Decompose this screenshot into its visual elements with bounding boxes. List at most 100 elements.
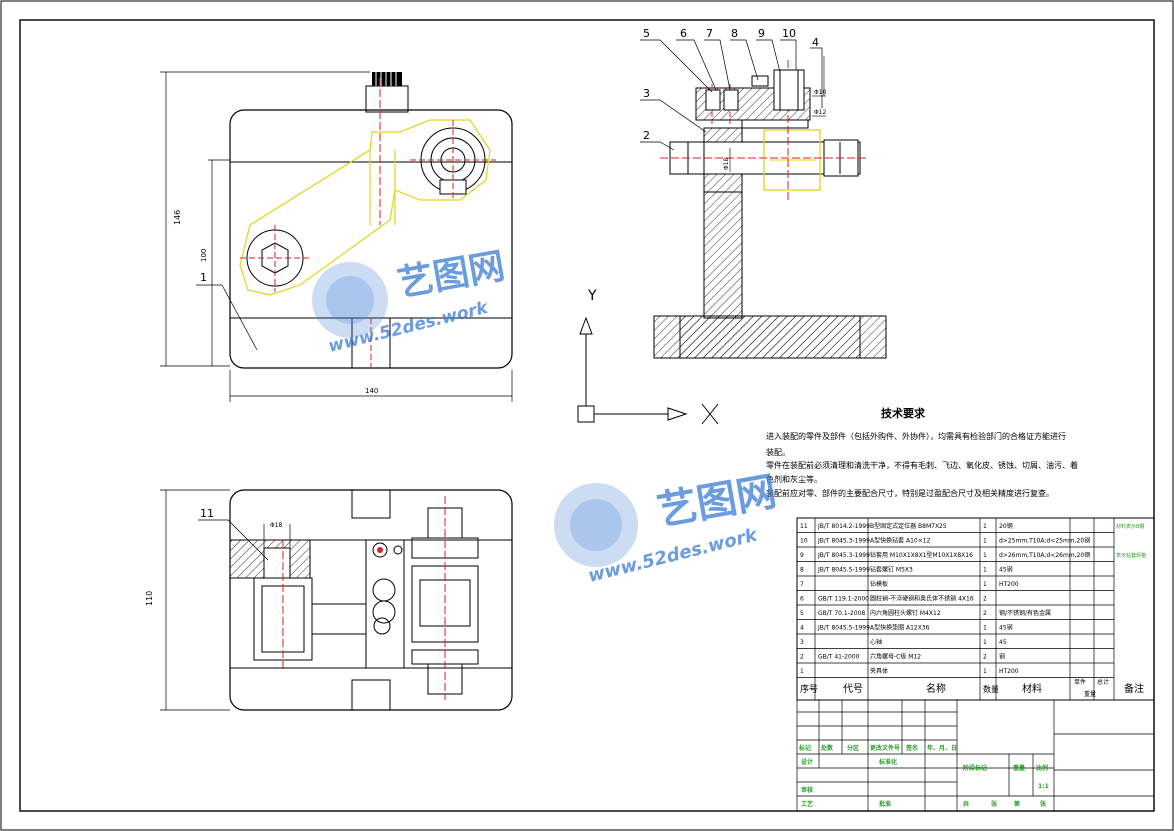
bom-cell-name: 钻模板 [870,580,888,588]
callout-4: 4 [812,36,819,49]
callout-2: 2 [643,129,650,142]
tech-req-line-5: 装配前应对零、部件的主要配合尺寸，特别是过盈配合尺寸及相关精度进行复查。 [766,488,1054,498]
bom-cell-qty: 1 [983,523,987,530]
bom-cell-qty: 1 [983,567,987,574]
bom-header-name: 名称 [926,682,946,695]
sign-label-mark: 标记 [798,744,811,752]
sign-label-docno: 更改文件号 [870,744,900,752]
label-process: 工艺 [801,800,813,808]
bom-cell-no: 11 [800,523,808,530]
bom-cell-code: JB/T 8014.2-1999 [817,523,870,530]
bom-cell-code: JB/T 8045.5-1999 [817,625,870,632]
sign-label-date: 年、月、日 [927,744,957,752]
bom-cell-mat: 45钢 [999,566,1013,574]
callout-5: 5 [643,27,650,40]
tech-req-line-2: 装配。 [766,447,790,457]
callout-8: 8 [731,27,738,40]
front-view: 146 100 140 1 [160,71,513,402]
tech-req-line-3: 零件在装配前必须清理和清洗干净，不得有毛刺、飞边、氧化皮、锈蚀、切屑、油污、着 [766,460,1078,470]
bom-header-weight: 重量 [1084,690,1096,698]
label-standard: 标准化 [878,758,897,766]
bom-header-mat: 材料 [1022,682,1042,695]
bom-cell-qty: 1 [983,668,987,675]
axis-y-label: Y [587,288,597,304]
label-review: 审核 [801,786,813,794]
dim-110: 110 [145,591,154,606]
sign-label-count: 处数 [820,744,834,752]
bom-cell-mat: 20钢 [999,522,1013,530]
bom-cell-mat: 45 [999,639,1007,646]
bom-cell-no: 7 [800,581,804,588]
inner-border [19,19,1155,812]
watermark-2: 艺图网 www.52des.work [554,469,780,587]
callout-7: 7 [706,27,713,40]
callout-10: 10 [782,27,796,40]
label-scale: 比例 [1036,764,1048,772]
bom-cell-mat: d>25mm,T10A;d<25mm,20钢 [999,537,1090,545]
bom-cell-name: A型快换垫圈 A12X36 [870,624,930,632]
bom-cell-no: 1 [800,668,804,675]
bom-cell-no: 6 [800,596,804,603]
bom-cell-mat: 钢 [999,653,1005,661]
sign-label-zone: 分区 [847,744,859,752]
ucs-axis [577,316,719,425]
bom-header-unit: 单件 [1074,678,1086,686]
bom-cell-name: 心轴 [870,638,882,646]
bom-header-total: 总计 [1097,678,1109,686]
bom-cell-no: 9 [800,552,804,559]
bom-cell-mat: HT200 [999,668,1019,675]
technical-requirements: 技术要求 进入装配的零件及部件（包括外购件、外协件），均需具有检验部门的合格证方… [766,406,1078,498]
sign-label-sign: 签名 [905,744,918,752]
bom-cell-mat: 45钢 [999,624,1013,632]
bom-cell-mat: d>26mm,T10A;d<26mm,20钢 [999,551,1090,559]
bom-cell-qty: 2 [983,596,987,603]
bom-cell-code: GB/T 119.1-2000 [818,596,869,603]
bom-cell-note: 材料表示B钢 [1116,523,1144,530]
side-section-view: Φ10 Φ12 Φ18 5 6 7 8 9 10 4 3 2 [640,27,887,359]
bom-cell-note: 表示钻套规格 [1116,552,1146,559]
callout-6: 6 [680,27,687,40]
bom-cell-no: 10 [800,538,808,545]
watermark-2-cn: 艺图网 [654,469,780,535]
dim-140: 140 [365,387,378,395]
bom-cell-no: 2 [800,654,804,661]
bom-cell-code: GB/T 41-2000 [818,654,860,661]
tech-req-line-4: 色剂和灰尘等。 [766,474,822,484]
bom-cell-qty: 2 [983,654,987,661]
scale-value: 1:1 [1038,783,1049,790]
label-weight: 重量 [1013,764,1025,772]
bom-cell-name: 钻套用 M10X1X8X1型M10X1X8X16 [870,551,973,559]
dim-146: 146 [173,210,182,225]
bom-header-note: 备注 [1124,682,1144,695]
bom-cell-name: A型快换钻套 A10×12 [870,537,931,545]
callout-1: 1 [200,271,207,284]
label-approve: 批准 [879,800,891,808]
sheet-unit-label-1: 张 [991,800,998,808]
dim-d12: Φ12 [814,109,827,116]
bom-cell-mat: 钢/不锈钢/有色金属 [999,609,1051,617]
label-stage: 阶段标记 [963,764,987,772]
bom-cell-name: B型固定式定位器 B8M7X25 [870,522,947,530]
bom-cell-no: 8 [800,567,804,574]
bom-cell-no: 5 [800,610,804,617]
tech-req-title: 技术要求 [881,406,926,420]
title-block [796,699,1155,812]
bom-cell-no: 4 [800,625,804,632]
bom-cell-code: JB/T 8045.3-1999 [817,538,870,545]
bom-cell-name: 夹具体 [870,667,888,675]
bom-header-code: 代号 [843,683,863,695]
watermark-1: 艺图网 www.52des.work [312,246,508,357]
watermark-1-cn: 艺图网 [394,246,507,305]
bom-cell-qty: 1 [983,625,987,632]
bom-cell-mat: HT200 [999,581,1019,588]
bom-cell-qty: 1 [983,552,987,559]
tech-req-line-1: 进入装配的零件及部件（包括外购件、外协件），均需具有检验部门的合格证方能进行 [766,431,1066,441]
sheet-no-label: 第 [1013,800,1020,808]
dim-100: 100 [200,249,208,262]
bom-cell-qty: 1 [983,639,987,646]
bom-cell-qty: 2 [983,610,987,617]
bom-cell-name: 六角螺母-C级 M12 [870,653,921,661]
